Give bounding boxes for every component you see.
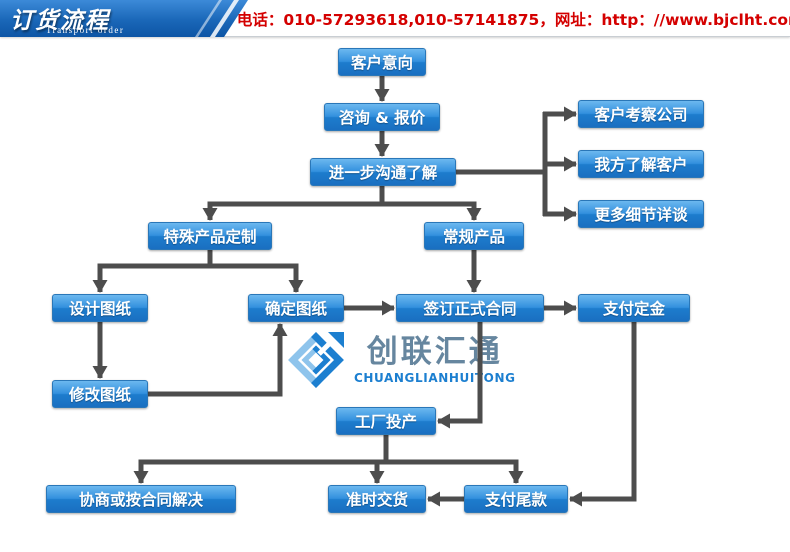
logo-diamond-icon bbox=[288, 332, 344, 388]
arrow-deposit-to-balance bbox=[569, 322, 637, 507]
logo-watermark: 创联汇通 CHUANGLIANHUITONG bbox=[286, 330, 516, 390]
title-ribbon: 订货流程 Transport order bbox=[0, 0, 248, 37]
flow-node-special-custom: 特殊产品定制 bbox=[148, 222, 272, 250]
header-banner: 订货流程 Transport order 电话：010-57293618,010… bbox=[0, 0, 790, 37]
flow-node-know-customer: 我方了解客户 bbox=[578, 150, 704, 178]
flow-node-regular-product: 常规产品 bbox=[424, 222, 524, 250]
flow-node-sign-contract: 签订正式合同 bbox=[396, 294, 544, 322]
flow-node-customer-visit: 客户考察公司 bbox=[578, 100, 704, 128]
flow-node-ontime-delivery: 准时交货 bbox=[328, 485, 426, 513]
flow-node-further-communication: 进一步沟通了解 bbox=[310, 158, 456, 186]
arrow-contract-to-factory bbox=[437, 322, 483, 429]
flow-node-design-drawing: 设计图纸 bbox=[52, 294, 148, 322]
flow-node-customer-intent: 客户意向 bbox=[338, 48, 426, 76]
flow-node-consult-quote: 咨询 & 报价 bbox=[324, 103, 440, 131]
contact-info: 电话：010-57293618,010-57141875，网址：http：//w… bbox=[236, 10, 790, 29]
flow-node-factory-production: 工厂投产 bbox=[336, 407, 436, 435]
flow-node-modify-drawing: 修改图纸 bbox=[52, 380, 148, 408]
flow-node-confirm-drawing: 确定图纸 bbox=[248, 294, 344, 322]
page-title: 订货流程 bbox=[10, 8, 110, 34]
flow-node-more-details: 更多细节详谈 bbox=[578, 200, 704, 228]
flow-node-negotiate-resolve: 协商或按合同解决 bbox=[46, 485, 236, 513]
flow-node-pay-balance: 支付尾款 bbox=[464, 485, 568, 513]
flow-node-pay-deposit: 支付定金 bbox=[578, 294, 690, 322]
arrow-modify-to-confirm bbox=[148, 323, 288, 397]
logo-name-en: CHUANGLIANHUITONG bbox=[354, 371, 516, 386]
page-subtitle: Transport order bbox=[46, 25, 125, 35]
